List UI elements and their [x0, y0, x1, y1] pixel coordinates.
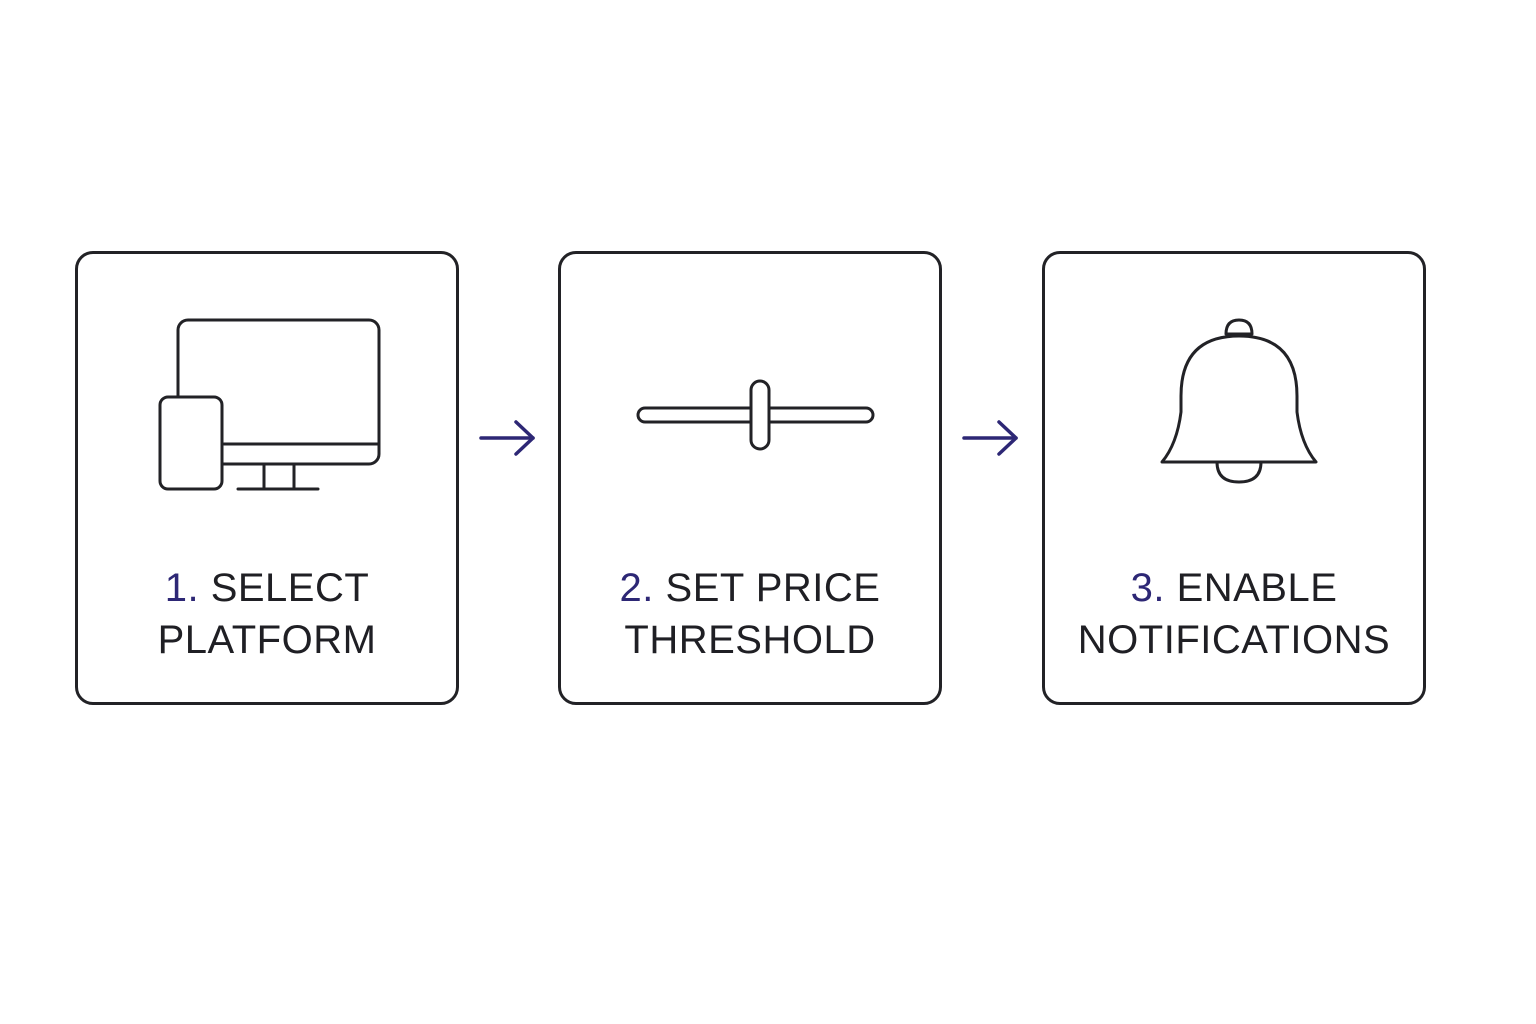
step-title-line1: ENABLE: [1176, 566, 1338, 610]
step-title-line2: THRESHOLD: [624, 618, 876, 662]
step-number: 2.: [619, 566, 654, 610]
step-title-line2: NOTIFICATIONS: [1077, 618, 1391, 662]
slider-icon: [636, 379, 875, 451]
bell-icon: [1160, 318, 1318, 484]
step-label: 2. SET PRICE THRESHOLD: [561, 562, 939, 666]
step-title-line1: SELECT: [210, 566, 370, 610]
step-label: 3. ENABLE NOTIFICATIONS: [1045, 562, 1423, 666]
step-card-set-price-threshold: 2. SET PRICE THRESHOLD: [558, 251, 942, 705]
step-number: 3.: [1130, 566, 1165, 610]
arrow-right-icon: [961, 418, 1021, 458]
arrow-right-icon: [478, 418, 538, 458]
step-number: 1.: [164, 566, 200, 610]
step-title-line1: SET PRICE: [665, 566, 881, 610]
step-label: 1. SELECT PLATFORM: [78, 562, 456, 666]
step-card-select-platform: 1. SELECT PLATFORM: [75, 251, 459, 705]
step-card-enable-notifications: 3. ENABLE NOTIFICATIONS: [1042, 251, 1426, 705]
devices-icon: [158, 318, 381, 491]
step-title-line2: PLATFORM: [157, 618, 377, 662]
